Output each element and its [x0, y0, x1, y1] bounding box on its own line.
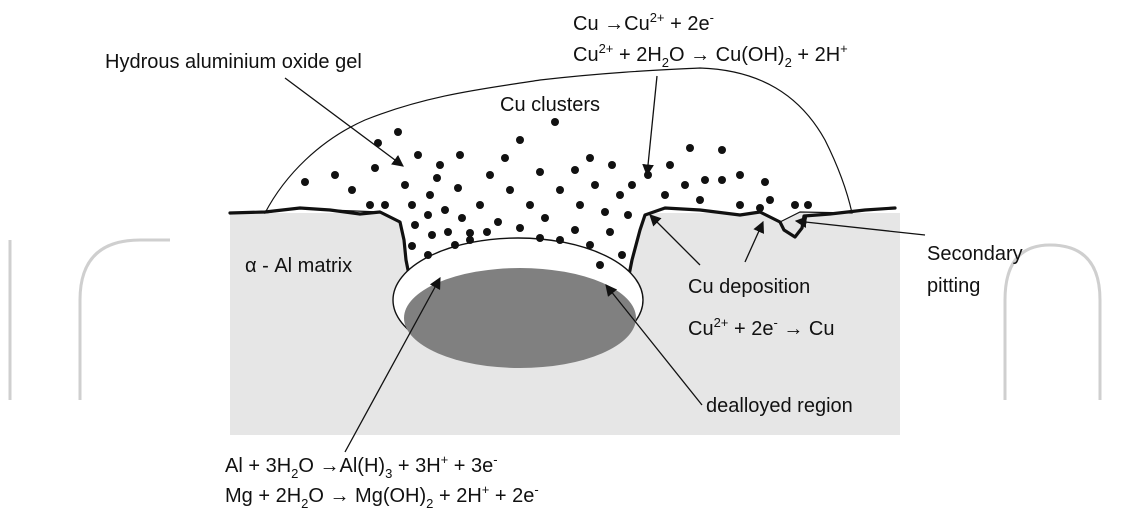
label-gel: Hydrous aluminium oxide gel	[105, 51, 362, 73]
label-secondary-1: Secondary	[927, 243, 1023, 265]
cu-cluster-dots	[301, 118, 812, 269]
watermark	[8, 238, 1102, 400]
arrow-secondary	[794, 216, 926, 236]
dealloyed-region	[404, 268, 636, 368]
arrows	[284, 75, 926, 453]
label-al-matrix: α - Al matrix	[245, 255, 352, 277]
label-cu-clusters: Cu clusters	[500, 94, 600, 116]
arrow-deposition-1	[649, 214, 701, 266]
equation-al-reaction: Al + 3H2O →Al(H)3 + 3H+ + 3e-	[225, 452, 498, 481]
equation-mg-reaction: Mg + 2H2O → Mg(OH)2 + 2H+ + 2e-	[225, 482, 539, 511]
equation-cu-hydrolysis: Cu2+ + 2H2O → Cu(OH)2 + 2H+	[573, 41, 848, 70]
label-secondary-2: pitting	[927, 275, 980, 297]
arrow-al-reaction	[344, 276, 441, 453]
equation-cu-oxidation: Cu →Cu2+ + 2e-	[573, 10, 714, 35]
label-dealloyed: dealloyed region	[706, 395, 853, 417]
label-cu-deposition: Cu deposition	[688, 276, 810, 298]
arrow-dealloyed	[605, 284, 703, 406]
corrosion-interface	[228, 206, 897, 282]
equation-cu-deposition: Cu2+ + 2e- → Cu	[688, 315, 834, 340]
arrow-deposition-2	[744, 220, 765, 263]
arrow-gel	[284, 77, 404, 167]
arrow-cu-reaction	[642, 75, 658, 177]
